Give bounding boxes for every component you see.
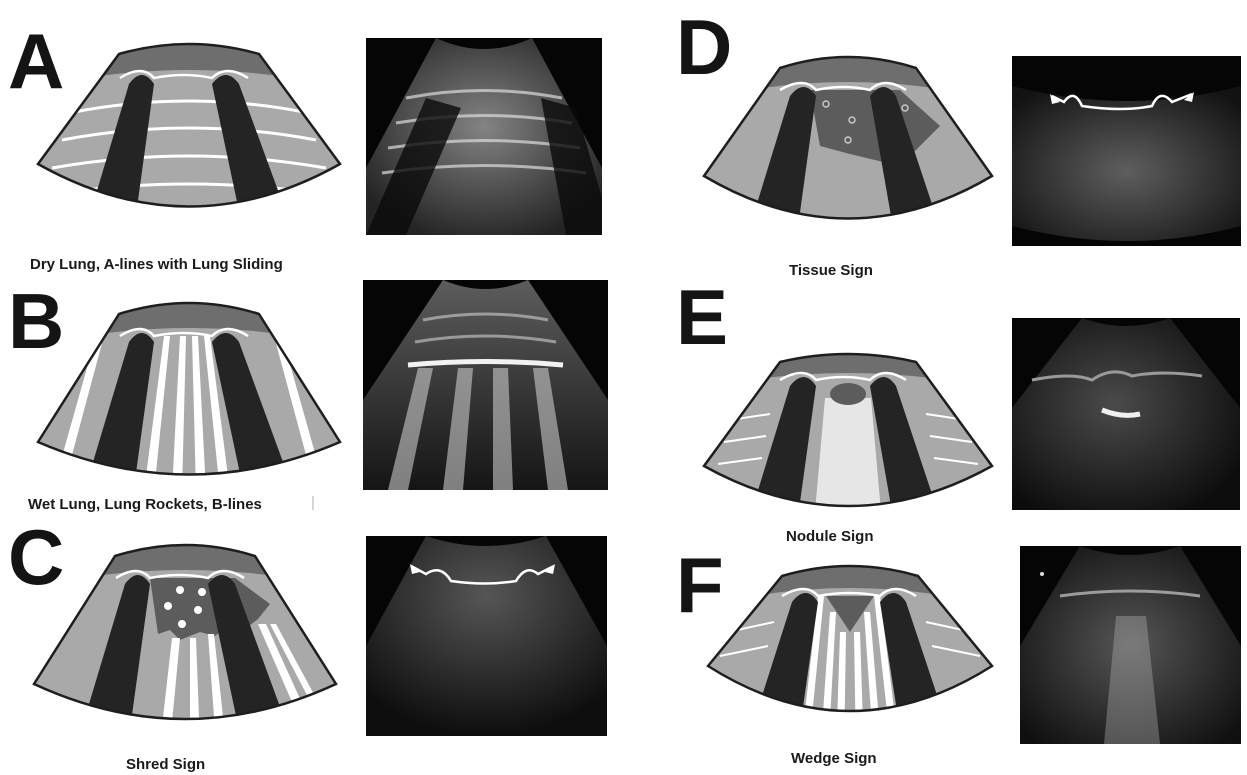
- caption-f: Wedge Sign: [791, 750, 877, 767]
- schematic-a-lines: [34, 34, 344, 234]
- stray-mark: |: [311, 494, 315, 511]
- ultrasound-image-e: [1012, 318, 1240, 510]
- schematic-wedge: [704, 556, 996, 744]
- caption-c: Shred Sign: [126, 756, 205, 773]
- schematic-tissue: [700, 46, 996, 246]
- schematic-nodule: [700, 346, 996, 524]
- caption-e: Nodule Sign: [786, 528, 874, 545]
- ultrasound-image-c: [366, 536, 607, 736]
- ultrasound-image-b: [363, 280, 608, 490]
- schematic-shred: [30, 534, 340, 744]
- caption-b: Wet Lung, Lung Rockets, B-lines: [28, 496, 262, 513]
- ultrasound-image-f: [1020, 546, 1241, 744]
- caption-a: Dry Lung, A-lines with Lung Sliding: [30, 256, 283, 273]
- ultrasound-image-d: [1012, 56, 1241, 246]
- schematic-b-lines: [34, 292, 344, 492]
- panel-letter-e: E: [676, 278, 728, 356]
- ultrasound-image-a: [366, 38, 602, 235]
- caption-d: Tissue Sign: [789, 262, 873, 279]
